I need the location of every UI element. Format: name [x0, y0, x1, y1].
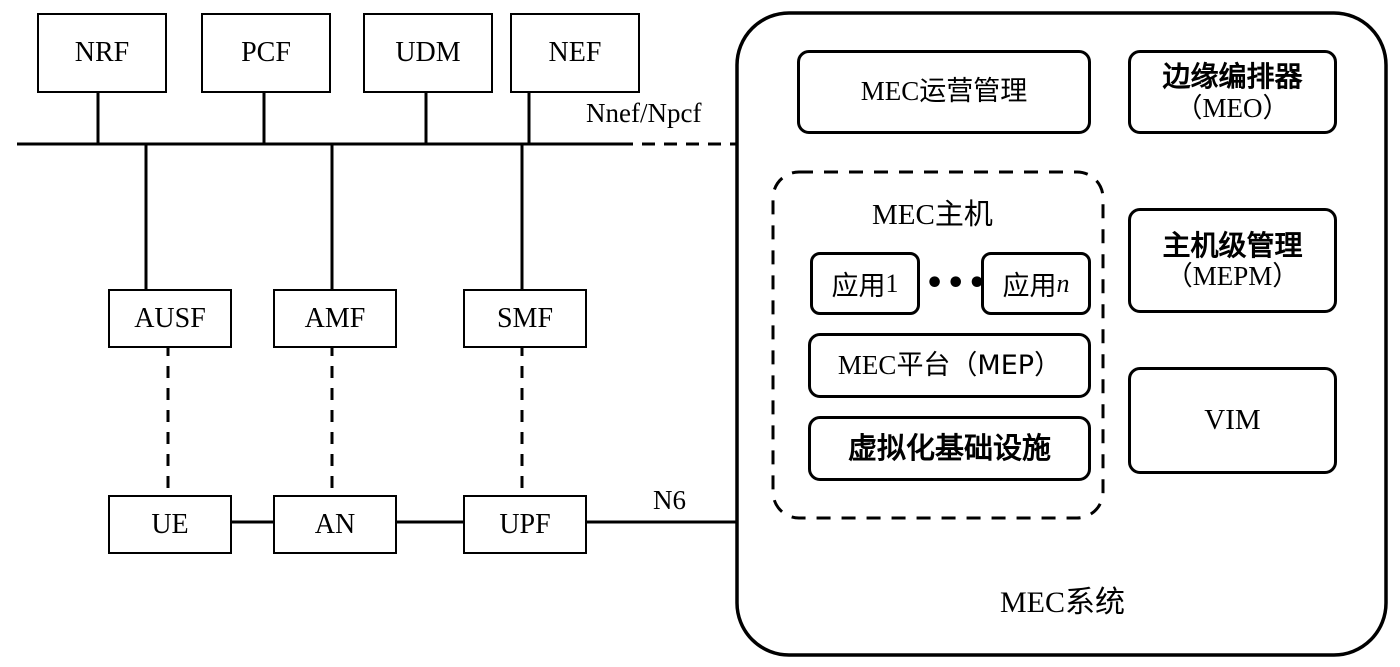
mec-platform-label-cn: 平台（MEP）	[896, 349, 1062, 381]
nf-label-smf: SMF	[496, 302, 554, 334]
host-level-management-box[interactable]: 主机级管理 （MEPM）	[1128, 208, 1337, 313]
nf-label-an: AN	[314, 508, 356, 540]
mec-host-title: MEC主机	[872, 197, 993, 231]
interface-label-nnef-npcf: Nnef/Npcf	[586, 98, 702, 128]
interface-label-n6: N6	[653, 485, 686, 515]
host-level-management-label-line2: （MEPM）	[1165, 261, 1300, 292]
mec-system-title-cn: 系统	[1065, 585, 1126, 620]
mec-operation-management-label: MEC运营管理	[860, 76, 1028, 108]
nf-box-ausf[interactable]: AUSF	[108, 289, 232, 348]
mec-host-boundary	[771, 170, 1105, 520]
mec-system-title: MEC系统	[1000, 585, 1126, 620]
mec-operation-management-label-cn: 运营管理	[919, 76, 1028, 108]
nf-box-pcf[interactable]: PCF	[201, 13, 331, 93]
mec-operation-management-box[interactable]: MEC运营管理	[797, 50, 1091, 134]
mec-platform-label: MEC平台（MEP）	[837, 349, 1062, 381]
vim-box[interactable]: VIM	[1128, 367, 1337, 474]
nf-label-ue: UE	[151, 508, 189, 540]
edge-orchestrator-box[interactable]: 边缘编排器 （MEO）	[1128, 50, 1337, 134]
virtualization-infrastructure-label: 虚拟化基础设施	[847, 431, 1051, 466]
app-1-prefix: 应用	[831, 271, 886, 302]
nf-label-udm: UDM	[395, 37, 461, 68]
nf-box-upf[interactable]: UPF	[463, 495, 587, 554]
nf-label-nrf: NRF	[74, 37, 130, 68]
nf-label-amf: AMF	[304, 302, 366, 334]
app-n-index: n	[1056, 268, 1070, 298]
nf-label-upf: UPF	[499, 508, 551, 540]
mec-system-boundary	[735, 11, 1388, 657]
mec-platform-box[interactable]: MEC平台（MEP）	[808, 333, 1091, 398]
nf-box-udm[interactable]: UDM	[363, 13, 493, 93]
edge-orchestrator-label-line2: （MEO）	[1175, 92, 1290, 123]
app-ellipsis: •••	[925, 266, 989, 301]
nf-box-an[interactable]: AN	[273, 495, 397, 554]
app-1-index: 1	[885, 268, 899, 298]
vim-label: VIM	[1204, 404, 1261, 437]
nf-box-smf[interactable]: SMF	[463, 289, 587, 348]
host-level-management-label-line1: 主机级管理	[1162, 228, 1303, 262]
nf-box-ue[interactable]: UE	[108, 495, 232, 554]
virtualization-infrastructure-box[interactable]: 虚拟化基础设施	[808, 416, 1091, 481]
nf-label-nef: NEF	[548, 37, 602, 68]
nf-box-amf[interactable]: AMF	[273, 289, 397, 348]
nf-box-nrf[interactable]: NRF	[37, 13, 167, 93]
nf-label-ausf: AUSF	[134, 302, 206, 334]
edge-orchestrator-label-line1: 边缘编排器	[1162, 60, 1303, 94]
mec-host-title-cn: 主机	[934, 197, 993, 231]
nf-box-nef[interactable]: NEF	[510, 13, 640, 93]
app-n-prefix: 应用	[1002, 271, 1057, 302]
nf-label-pcf: PCF	[241, 37, 291, 68]
